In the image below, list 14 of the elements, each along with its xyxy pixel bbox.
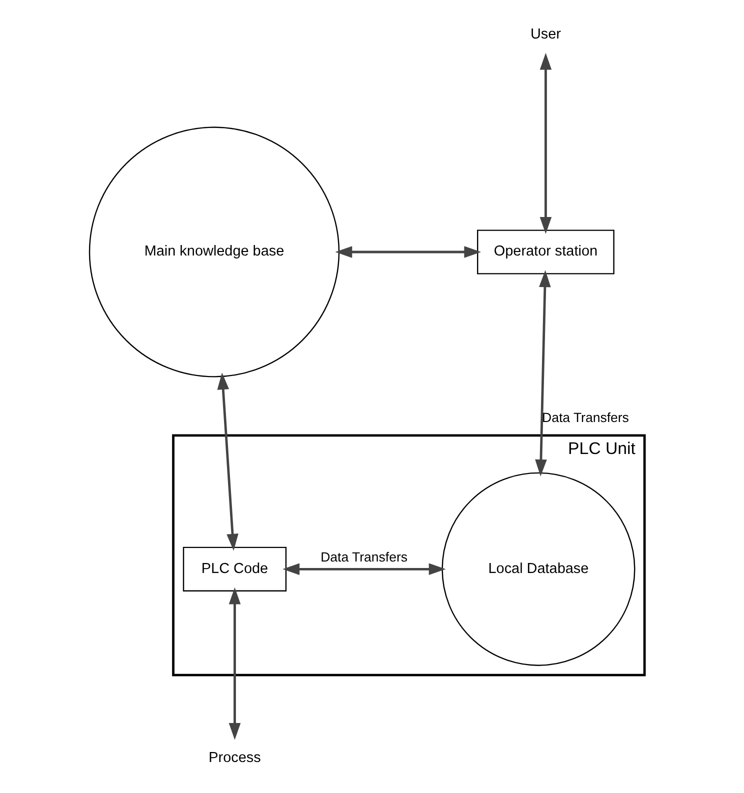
- arrow: [228, 587, 241, 740]
- arrow: [335, 246, 482, 258]
- arrow: [217, 372, 238, 551]
- node-circle: Local Database: [442, 472, 636, 666]
- edge-label: Data Transfers: [320, 550, 408, 565]
- arrow: [535, 270, 551, 476]
- edge-label: Data Transfers: [542, 410, 629, 425]
- node-box: PLC Code: [182, 546, 287, 592]
- node-box: Operator station: [477, 230, 614, 274]
- node-text: User: [530, 26, 561, 42]
- node-circle: Main knowledge base: [88, 126, 340, 378]
- arrow: [282, 563, 446, 576]
- arrow: [540, 52, 552, 234]
- node-text: Process: [208, 750, 261, 766]
